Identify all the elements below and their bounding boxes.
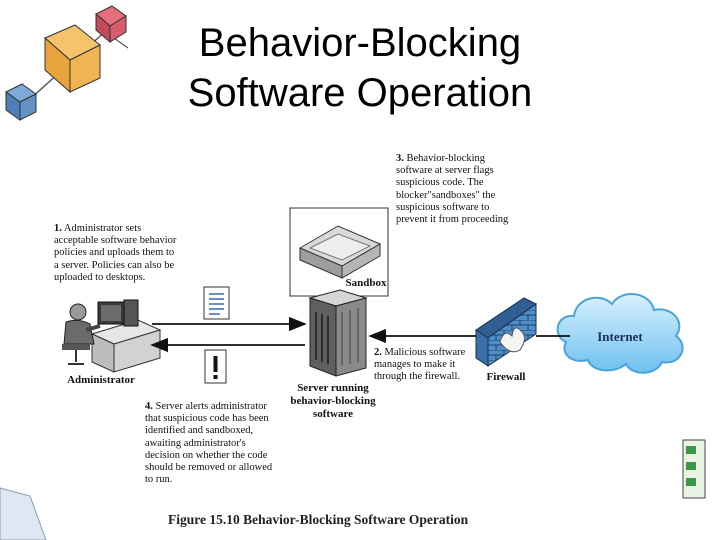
step-1-line-2: acceptable software behavior — [54, 235, 177, 247]
step-3-line-1: Behavior-blocking — [406, 153, 486, 164]
decorative-corner-icon — [0, 487, 47, 540]
step-3-line-2: software at server flags — [396, 165, 494, 177]
server-label-line-1: Server running — [297, 382, 369, 394]
slide-title: Behavior-Blocking Software Operation — [150, 18, 570, 118]
decorative-pillar-icon — [682, 439, 706, 499]
step-4-line-4: awaiting administrator's — [145, 437, 246, 449]
step-4-line-7: to run. — [145, 474, 173, 486]
decorative-cubes-icon — [5, 5, 129, 121]
step-3-line-6: prevent it from proceeding — [396, 214, 509, 226]
figure-caption: Figure 15.10 Behavior-Blocking Software … — [168, 512, 469, 527]
step-3-line-5: suspicious software to — [396, 201, 490, 213]
step-4-line-3: identified and sandboxed, — [145, 425, 254, 437]
step-2-number: 2. — [374, 347, 382, 358]
step-1-note: 1. Administrator sets acceptable softwar… — [54, 223, 180, 284]
step-3-line-3: suspicious code. The — [396, 177, 484, 189]
server-label-line-2: behavior-blocking — [290, 395, 376, 407]
policy-document-icon — [203, 286, 230, 320]
step-3-number: 3. — [396, 153, 404, 164]
step-4-line-6: should be removed or allowed — [145, 462, 273, 474]
step-1-line-4: a server. Policies can also be — [54, 259, 175, 271]
step-3-line-4: blocker"sandboxes" the — [396, 189, 496, 201]
step-2-line-2: manages to make it — [374, 359, 456, 371]
internet-label: Internet — [597, 329, 643, 344]
firewall-label: Firewall — [486, 371, 526, 383]
server-label: Server running behavior-blocking softwar… — [278, 382, 388, 421]
step-2-line-1: Malicious software — [384, 347, 466, 358]
step-1-number: 1. — [54, 223, 62, 234]
step-1-line-3: policies and uploads them to — [54, 247, 175, 259]
step-2-line-3: through the firewall. — [374, 371, 461, 383]
step-2-note: 2. Malicious software manages to make it… — [374, 347, 484, 384]
step-1-line-5: uploaded to desktops. — [54, 271, 146, 283]
step-4-note: 4. Server alerts administrator that susp… — [145, 401, 285, 486]
firewall-icon — [475, 297, 537, 367]
title-line-2: Software Operation — [187, 71, 533, 115]
step-3-note: 3. Behavior-blocking software at server … — [396, 153, 526, 226]
step-4-line-5: decision on whether the code — [145, 449, 268, 461]
server-icon — [308, 289, 368, 377]
administrator-workstation-icon — [62, 299, 162, 373]
step-4-line-2: that suspicious code has been — [145, 413, 269, 425]
administrator-label: Administrator — [67, 374, 135, 386]
sandbox-icon — [289, 207, 389, 297]
step-1-line-1: Administrator sets — [63, 223, 142, 234]
sandbox-label: Sandbox — [345, 277, 387, 289]
server-label-line-3: software — [312, 408, 354, 420]
step-4-number: 4. — [145, 401, 153, 412]
internet-cloud-icon — [556, 292, 684, 374]
alert-icon — [204, 349, 227, 384]
title-line-1: Behavior-Blocking — [198, 21, 522, 65]
step-4-line-1: Server alerts administrator — [155, 401, 267, 412]
